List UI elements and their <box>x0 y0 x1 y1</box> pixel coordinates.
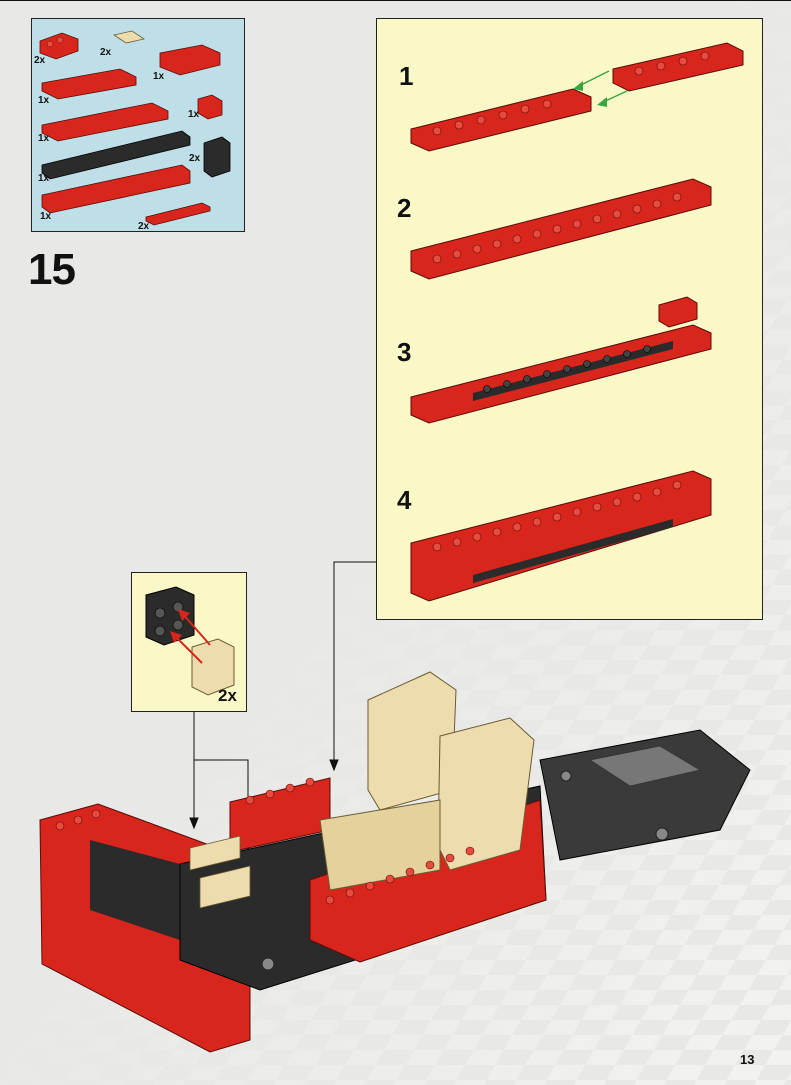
page-number: 13 <box>740 1052 755 1067</box>
red-tile-flat-part <box>145 202 211 226</box>
red-l-plate-part <box>39 32 79 60</box>
axle-pins <box>261 770 669 971</box>
substep-1-illustration <box>410 42 744 152</box>
car-seats <box>319 671 535 891</box>
substep-number: 2 <box>397 193 412 223</box>
red-plate-2x6-part <box>41 68 137 100</box>
step-number: 15 <box>28 245 76 294</box>
chassis-studs <box>55 777 475 905</box>
qty-label: 1x <box>38 95 50 106</box>
substep-number: 4 <box>397 485 412 515</box>
callout-qty: 2x <box>218 686 237 705</box>
black-plate-1x12-part <box>41 130 191 180</box>
red-slope-wedge-part <box>159 44 221 76</box>
red-plate-2x8-part <box>41 102 169 142</box>
red-plate-2x10-part <box>41 164 191 214</box>
substep-illustrations <box>410 42 744 602</box>
tan-tile-part <box>112 30 146 44</box>
qty-label: 1x <box>38 173 50 184</box>
qty-label: 2x <box>189 153 201 164</box>
substeps-box: 1 2 3 4 <box>376 18 763 620</box>
qty-label: 2x <box>138 221 150 232</box>
qty-label: 1x <box>153 71 165 82</box>
red-bracket-part <box>197 94 223 120</box>
parts-list-box: 2x 2x 1x 1x 1x 1x 2x 1x 1x 2x <box>31 18 245 232</box>
substep-3-illustration <box>410 296 712 424</box>
qty-label: 1x <box>38 133 50 144</box>
black-bracket-part <box>203 136 231 178</box>
callout-box <box>131 572 247 712</box>
substep-number: 1 <box>399 61 414 91</box>
substep-2-illustration <box>410 178 712 280</box>
callout-illustration <box>145 586 235 696</box>
substep-number: 3 <box>397 337 412 367</box>
qty-label: 2x <box>34 55 46 66</box>
qty-label: 1x <box>188 109 200 120</box>
qty-label: 1x <box>40 211 52 222</box>
substep-4-illustration <box>410 470 712 602</box>
parts-illustrations <box>39 30 231 226</box>
qty-label: 2x <box>100 47 112 58</box>
